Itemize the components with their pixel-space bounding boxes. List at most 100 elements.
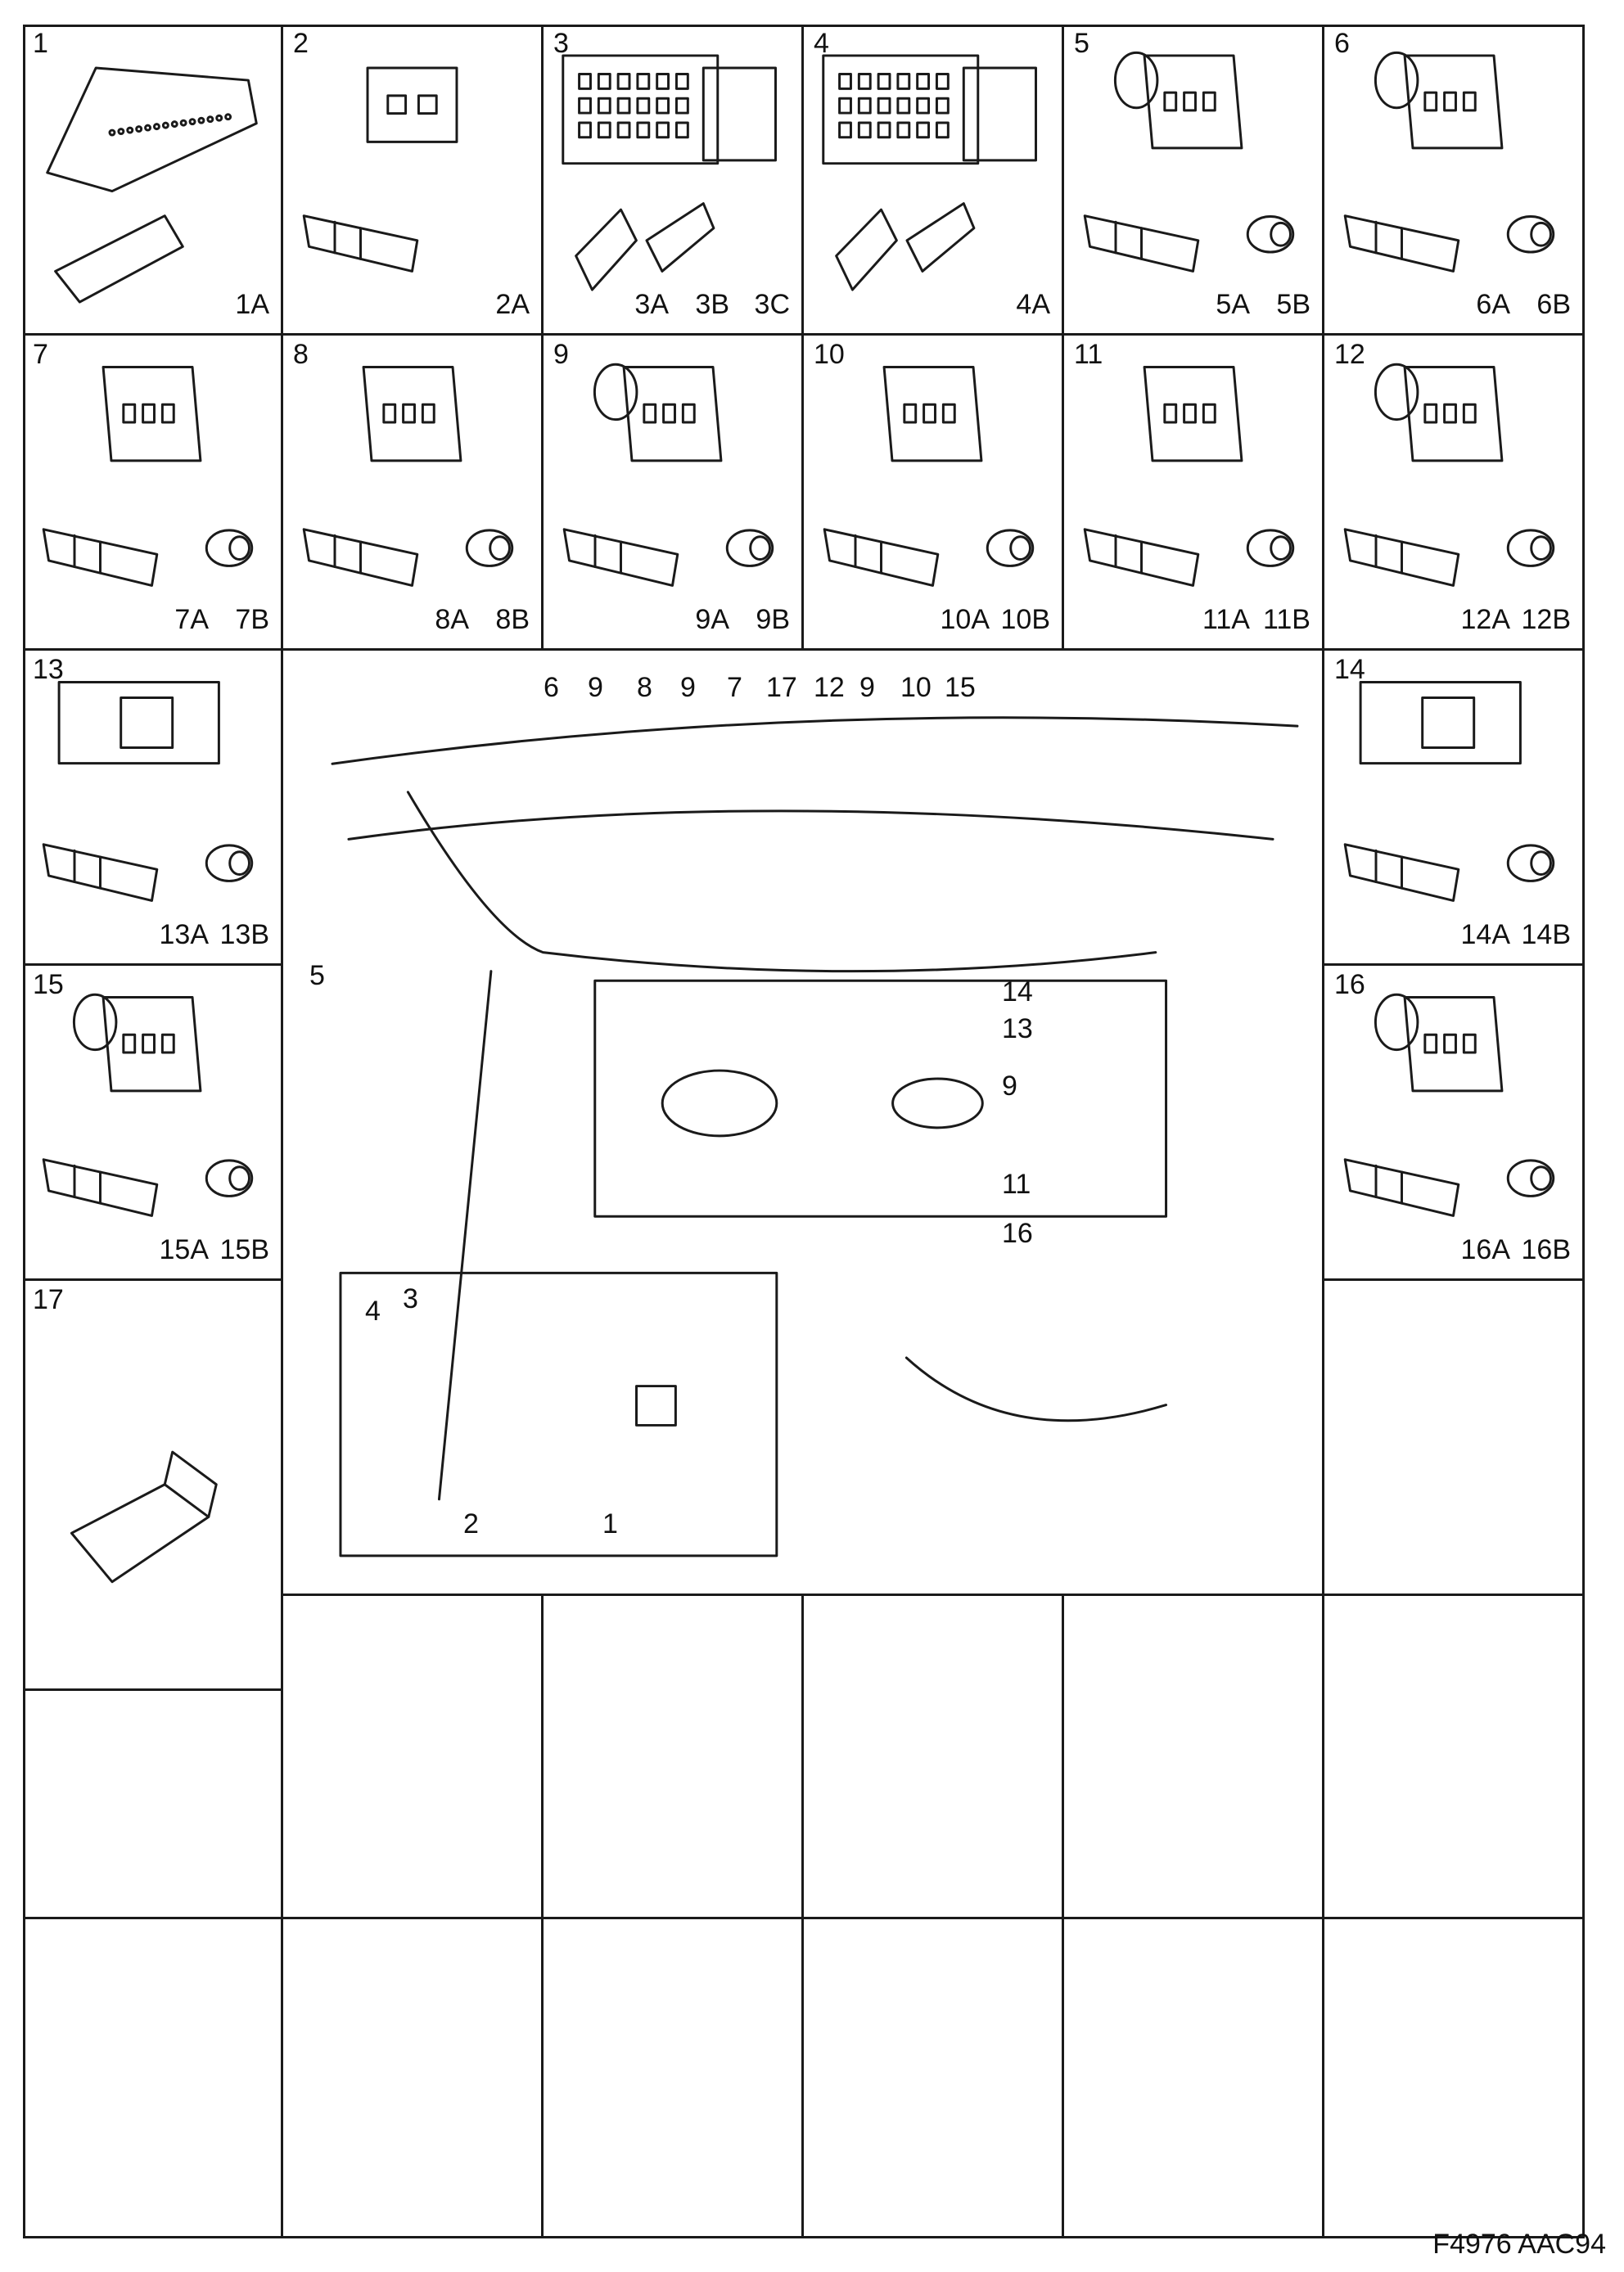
cell-number: 5 bbox=[1074, 28, 1089, 59]
callout-label: 16 bbox=[1002, 1218, 1033, 1249]
part-label: 15B bbox=[219, 1234, 270, 1265]
callout-label: 14 bbox=[1002, 976, 1033, 1008]
cell-number: 14 bbox=[1334, 654, 1365, 685]
callout-label: 3 bbox=[403, 1283, 418, 1314]
part-label: 3B bbox=[695, 289, 729, 320]
connector-cell-5: 5 5A 5B bbox=[1064, 25, 1324, 336]
empty-cell bbox=[544, 1919, 804, 2238]
multi-pin-block-connector-icon bbox=[562, 54, 777, 291]
boot-connector-icon bbox=[42, 993, 254, 1217]
part-label: 4A bbox=[1016, 289, 1050, 320]
callout-label: 10 bbox=[900, 672, 932, 703]
part-label: 6A bbox=[1476, 289, 1510, 320]
callout-label: 5 bbox=[309, 960, 325, 991]
blade-connector-icon bbox=[70, 1450, 218, 1584]
cell-number: 17 bbox=[33, 1284, 64, 1315]
part-label: 8B bbox=[495, 604, 530, 635]
connector-cell-11: 11 11A 11B bbox=[1064, 336, 1324, 651]
cell-number: 7 bbox=[33, 339, 48, 370]
part-label: 8A bbox=[435, 604, 469, 635]
grid-frame bbox=[23, 25, 1585, 2238]
cell-number: 12 bbox=[1334, 339, 1365, 370]
multi-pin-ecu-connector-icon bbox=[46, 66, 258, 304]
callout-label: 6 bbox=[544, 672, 559, 703]
cell-number: 13 bbox=[33, 654, 64, 685]
callout-label: 2 bbox=[463, 1508, 479, 1539]
cell-number: 8 bbox=[293, 339, 309, 370]
empty-cell bbox=[283, 1919, 544, 2238]
part-label: 15A bbox=[159, 1234, 210, 1265]
connector-cell-1: 1 1A bbox=[23, 25, 283, 336]
three-pin-connector-icon bbox=[823, 365, 1035, 587]
part-label: 2A bbox=[495, 289, 530, 320]
part-label: 9A bbox=[695, 604, 729, 635]
callout-label: 9 bbox=[588, 672, 603, 703]
boot-connector-icon bbox=[562, 363, 774, 587]
empty-cell bbox=[544, 1596, 804, 1919]
part-label: 5A bbox=[1216, 289, 1250, 320]
part-label: 16A bbox=[1460, 1234, 1511, 1265]
flat-block-connector-icon bbox=[1343, 680, 1555, 902]
part-label: 12A bbox=[1460, 604, 1511, 635]
part-label: 11B bbox=[1263, 604, 1310, 635]
three-pin-connector-icon bbox=[1083, 365, 1295, 587]
part-label: 13B bbox=[219, 919, 270, 950]
cell-number: 16 bbox=[1334, 969, 1365, 1000]
connector-cell-3: 3 3A 3B 3C bbox=[544, 25, 804, 336]
empty-cell bbox=[283, 1596, 544, 1919]
callout-label: 1 bbox=[602, 1508, 618, 1539]
callout-label: 13 bbox=[1002, 1013, 1033, 1044]
connector-cell-13: 13 13A 13B bbox=[23, 651, 283, 966]
connector-cell-6: 6 6A 6B bbox=[1324, 25, 1585, 336]
three-pin-connector-icon bbox=[302, 365, 514, 587]
figure-reference: F4976 AAC94 bbox=[1432, 2229, 1606, 2260]
three-pin-connector-icon bbox=[42, 365, 254, 587]
cell-number: 10 bbox=[814, 339, 845, 370]
part-label: 5B bbox=[1276, 289, 1310, 320]
part-label: 7B bbox=[235, 604, 269, 635]
callout-label: 15 bbox=[945, 672, 976, 703]
part-label: 10A bbox=[940, 604, 990, 635]
empty-cell bbox=[1064, 1596, 1324, 1919]
part-label: 7A bbox=[174, 604, 209, 635]
part-label: 11A bbox=[1202, 604, 1250, 635]
cell-number: 11 bbox=[1074, 339, 1103, 370]
part-label: 14A bbox=[1460, 919, 1511, 950]
empty-cell bbox=[804, 1596, 1064, 1919]
connector-cell-9: 9 9A 9B bbox=[544, 336, 804, 651]
callout-label: 9 bbox=[680, 672, 696, 703]
sealed-connector-icon bbox=[1083, 51, 1295, 273]
connector-cell-12: 12 12A 12B bbox=[1324, 336, 1585, 651]
cell-number: 3 bbox=[553, 28, 569, 59]
callout-label: 12 bbox=[814, 672, 845, 703]
part-label: 13A bbox=[159, 919, 210, 950]
part-label: 1A bbox=[235, 289, 269, 320]
callout-label: 17 bbox=[766, 672, 797, 703]
connector-cell-16: 16 16A 16B bbox=[1324, 966, 1585, 1281]
empty-cell bbox=[1324, 1919, 1585, 2238]
connector-cell-10: 10 10A 10B bbox=[804, 336, 1064, 651]
boot-connector-icon bbox=[1343, 51, 1555, 273]
callout-label: 11 bbox=[1002, 1169, 1031, 1200]
multi-pin-housing-connector-icon bbox=[822, 54, 1037, 291]
connector-cell-8: 8 8A 8B bbox=[283, 336, 544, 651]
small-connector-housing-icon bbox=[302, 66, 458, 273]
part-label: 6B bbox=[1536, 289, 1571, 320]
empty-cell bbox=[804, 1919, 1064, 2238]
part-label: 16B bbox=[1521, 1234, 1572, 1265]
part-label: 3A bbox=[634, 289, 669, 320]
callout-label: 9 bbox=[1002, 1071, 1017, 1102]
callout-label: 8 bbox=[637, 672, 652, 703]
part-label: 10B bbox=[1000, 604, 1051, 635]
callout-label: 9 bbox=[859, 672, 875, 703]
cell-number: 9 bbox=[553, 339, 569, 370]
part-label: 9B bbox=[756, 604, 790, 635]
cell-number: 1 bbox=[33, 28, 48, 59]
part-label: 12B bbox=[1521, 604, 1572, 635]
part-label: 3C bbox=[754, 289, 790, 320]
cell-number: 6 bbox=[1334, 28, 1350, 59]
